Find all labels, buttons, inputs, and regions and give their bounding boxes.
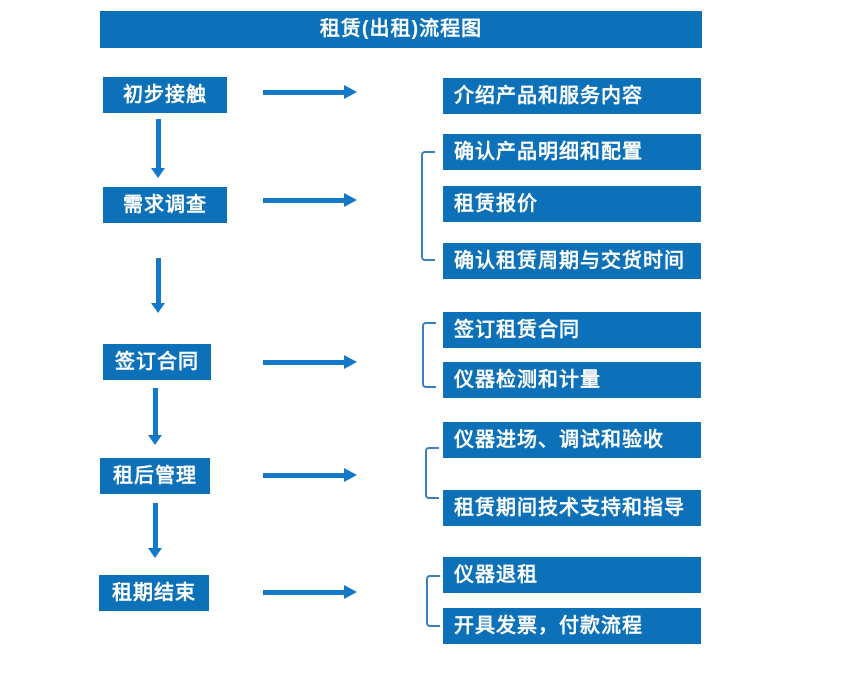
arrow-head-icon [344, 468, 357, 482]
arrow-head-icon [148, 435, 162, 445]
arrow-shaft [155, 119, 161, 168]
step-box-sign-contract: 签订合同 [103, 344, 211, 380]
arrow-head-icon [151, 303, 165, 313]
right-arrow-3 [263, 355, 357, 369]
right-arrow-1 [263, 85, 357, 99]
group-bracket-sign-contract [422, 322, 436, 388]
arrow-head-icon [344, 585, 357, 599]
arrow-shaft [263, 359, 344, 365]
step-box-rental-end: 租期结束 [99, 575, 209, 611]
arrow-head-icon [344, 193, 357, 207]
group-bracket-post-rental [425, 447, 439, 499]
down-arrow-4 [148, 503, 162, 558]
detail-box-tech-support: 租赁期间技术支持和指导 [443, 490, 701, 526]
arrow-shaft [263, 472, 344, 478]
step-box-initial-contact: 初步接触 [103, 77, 227, 113]
arrow-shaft [263, 589, 344, 595]
detail-box-instrument-testing: 仪器检测和计量 [443, 362, 701, 398]
right-arrow-4 [263, 468, 357, 482]
detail-box-instrument-return: 仪器退租 [443, 557, 701, 593]
right-arrow-2 [263, 193, 357, 207]
detail-box-introduce-products: 介绍产品和服务内容 [443, 78, 701, 114]
arrow-shaft [263, 89, 344, 95]
flowchart-title: 租赁(出租)流程图 [100, 11, 702, 48]
arrow-shaft [263, 197, 344, 203]
detail-box-confirm-product-specs: 确认产品明细和配置 [443, 134, 701, 170]
group-bracket-rental-end [426, 575, 440, 627]
detail-box-sign-rental-contract: 签订租赁合同 [443, 312, 701, 348]
arrow-head-icon [151, 168, 165, 178]
down-arrow-2 [151, 258, 165, 313]
arrow-shaft [152, 388, 158, 435]
detail-box-rental-quote: 租赁报价 [443, 186, 701, 222]
down-arrow-3 [148, 388, 162, 445]
right-arrow-5 [263, 585, 357, 599]
arrow-head-icon [148, 548, 162, 558]
step-box-post-rental-management: 租后管理 [100, 458, 210, 494]
detail-box-invoice-payment: 开具发票，付款流程 [443, 608, 701, 644]
arrow-head-icon [344, 85, 357, 99]
arrow-shaft [152, 503, 158, 548]
detail-box-instrument-setup: 仪器进场、调试和验收 [443, 422, 701, 458]
group-bracket-demand-survey [421, 151, 435, 261]
arrow-shaft [155, 258, 161, 303]
arrow-head-icon [344, 355, 357, 369]
down-arrow-1 [151, 119, 165, 178]
detail-box-confirm-period: 确认租赁周期与交货时间 [443, 243, 701, 279]
step-box-demand-survey: 需求调查 [103, 187, 227, 223]
